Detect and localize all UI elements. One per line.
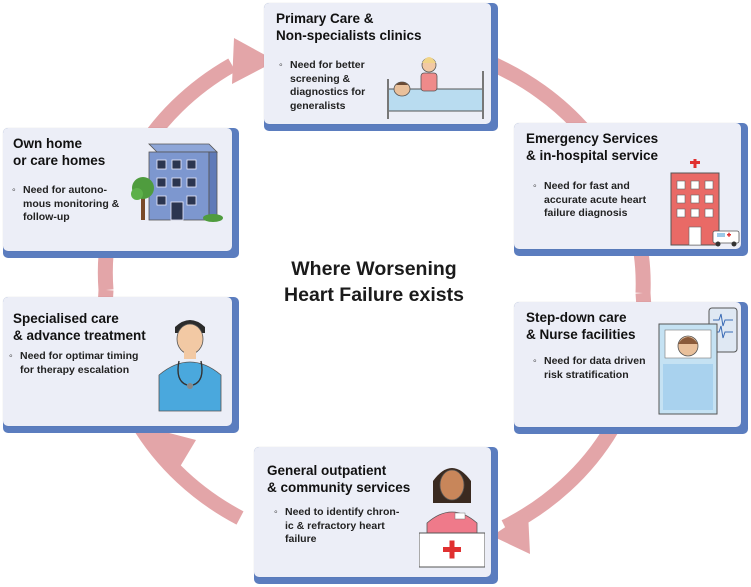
outpatient-need-line2: ic & refractory heart [285, 519, 385, 532]
specialised-need-line1: Need for optimar timing [20, 350, 139, 362]
emergency-title-line1: Emergency Services [526, 131, 659, 146]
specialised-title-line2: & advance treatment [13, 328, 146, 343]
arrow-head-left [150, 428, 196, 470]
primary-need-line3: diagnostics for [290, 86, 366, 98]
outpatient-title-line2: & community services [267, 480, 411, 495]
outpatient-need-line3: failure [285, 533, 317, 545]
card-step-down-care: Step-down care & Nurse facilities Need f… [514, 302, 748, 434]
outpatient-need-line1: Need to identify chron- [285, 506, 400, 518]
primary-title-line2: Non-specialists clinics [276, 28, 422, 43]
home-title-line1: Own home [13, 136, 83, 151]
monitored-patient-icon [658, 307, 738, 415]
primary-need-line1: Need for better [290, 59, 365, 71]
home-need-line2: mous monitoring & [23, 197, 120, 210]
care-home-building-icon [131, 143, 223, 222]
emergency-need-line2: accurate acute heart [544, 193, 647, 206]
card-general-outpatient: General outpatient & community services … [254, 447, 498, 584]
arrow-head-bottom [492, 512, 530, 554]
specialised-need-line2: for therapy escalation [20, 363, 130, 376]
outpatient-title-line1: General outpatient [267, 463, 387, 478]
card-emergency-services: Emergency Services & in-hospital service… [514, 123, 748, 256]
emergency-need-line1: Need for fast and [544, 180, 630, 192]
primary-need-line4: generalists [290, 99, 346, 112]
center-title-line1: Where Worsening [291, 258, 457, 280]
stepdown-need-line2: risk stratification [544, 368, 629, 381]
emergency-title-line2: & in-hospital service [526, 148, 659, 163]
hospital-building-icon [670, 159, 740, 247]
center-title-line2: Heart Failure exists [284, 284, 464, 306]
home-need-line3: follow-up [23, 211, 70, 223]
primary-need-line2: screening & [290, 72, 351, 85]
stepdown-title-line1: Step-down care [526, 310, 627, 325]
card-primary-care: Primary Care & Non-specialists clinics N… [264, 3, 498, 131]
nurse-icon [419, 468, 485, 568]
home-title-line2: or care homes [13, 153, 106, 168]
card-own-home: Own home or care homes Need for autono- … [3, 128, 239, 258]
center-title: Where Worsening Heart Failure exists [240, 256, 508, 308]
stepdown-need-line1: Need for data driven [544, 355, 646, 367]
card-specialised-care: Specialised care & advance treatment Nee… [3, 297, 239, 433]
patient-in-bed-icon [387, 57, 484, 119]
specialised-title-line1: Specialised care [13, 311, 119, 326]
home-need-line1: Need for autono- [23, 184, 107, 196]
doctor-icon [158, 320, 222, 412]
primary-title-line1: Primary Care & [276, 11, 374, 26]
stepdown-title-line2: & Nurse facilities [526, 327, 636, 342]
arrow-head-top [232, 38, 276, 84]
emergency-need-line3: failure diagnosis [544, 207, 628, 219]
